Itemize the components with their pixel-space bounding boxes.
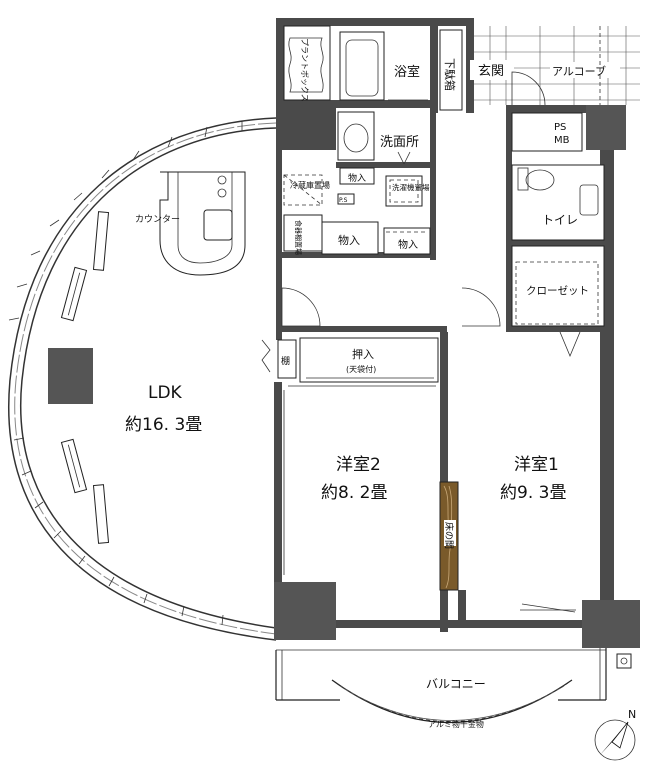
western1-size: 約9. 3畳 <box>500 483 566 503</box>
balcony-rail-label: アルミ物干金物 <box>428 719 484 729</box>
storage-label-2: 物入 <box>338 233 360 247</box>
bathtub-icon <box>345 39 379 97</box>
storage-label-3: 物入 <box>398 238 418 251</box>
storage-row: 物入 物入 <box>321 221 431 255</box>
ldk-name: LDK <box>148 383 183 403</box>
door-swing-icon <box>461 287 501 327</box>
shelf: 棚 <box>261 339 297 379</box>
plant-box: プラントボックス <box>283 25 331 102</box>
bathroom-label: 浴室 <box>394 64 420 80</box>
closet: クローゼット <box>511 245 605 358</box>
balcony: バルコニー アルミ物干金物 <box>275 648 632 729</box>
north-label: N <box>628 708 636 721</box>
western1-name: 洋室1 <box>514 455 559 475</box>
toilet-icon <box>517 167 555 191</box>
shoe-box-label: 下駄箱 <box>443 58 457 91</box>
sink-icon <box>343 123 369 153</box>
closet-label: クローゼット <box>526 285 589 297</box>
counter-label: カウンター <box>135 214 180 225</box>
ldk-louver-top <box>60 211 110 322</box>
toilet-room: トイレ <box>511 164 605 241</box>
ldk-size: 約16. 3畳 <box>125 415 202 435</box>
storage-small-label: 物入 <box>348 172 366 184</box>
western2-size: 約8. 2畳 <box>321 483 387 503</box>
western2-name: 洋室2 <box>336 455 381 475</box>
toilet-label: トイレ <box>542 213 578 227</box>
bathroom: 浴室 <box>339 31 428 101</box>
balcony-label: バルコニー <box>426 677 486 691</box>
shelf-label: 棚 <box>281 355 290 367</box>
washroom: 洗面所 物入 P.S 洗濯機置場 <box>337 111 430 207</box>
ps-mb-label-2: MB <box>554 135 570 146</box>
ps-mb-label-1: PS <box>554 122 566 133</box>
oshiire: 押入 (天袋付) <box>299 337 439 383</box>
kitchen-counter: カウンター <box>135 171 246 276</box>
structural-walls <box>274 18 640 648</box>
door-swing-icon <box>511 71 546 106</box>
fridge-label: 冷蔵庫置場 <box>290 180 330 190</box>
dish-shelf-label: 食器棚置場 <box>294 220 303 255</box>
north-arrow-icon: N <box>594 708 636 761</box>
tokonoma: 床の間 <box>439 481 459 591</box>
entrance-label: 玄関 <box>478 64 504 79</box>
ldk-pillar <box>48 348 93 404</box>
washer-label: 洗濯機置場 <box>392 182 430 192</box>
sink-icon <box>203 209 233 241</box>
ps-mb: PS MB <box>511 112 583 152</box>
oshiire-label: 押入 <box>352 347 374 361</box>
plant-box-label: プラントボックス <box>300 38 309 102</box>
dish-shelf-space: 食器棚置場 <box>283 214 323 255</box>
washroom-label: 洗面所 <box>380 135 419 150</box>
alcove-label: アルコーブ <box>552 64 606 78</box>
stove-icon <box>217 175 227 198</box>
ldk-curved-wall <box>8 117 277 641</box>
oshiire-note: (天袋付) <box>346 364 376 374</box>
entrance-area: 下駄箱 玄関 アルコーブ <box>439 26 640 111</box>
door-swing-icon <box>281 287 321 327</box>
fridge-space: 冷蔵庫置場 <box>283 174 330 206</box>
ps-label: P.S <box>339 197 348 204</box>
tokonoma-label: 床の間 <box>443 522 455 549</box>
ldk-louver-bottom <box>60 438 110 544</box>
